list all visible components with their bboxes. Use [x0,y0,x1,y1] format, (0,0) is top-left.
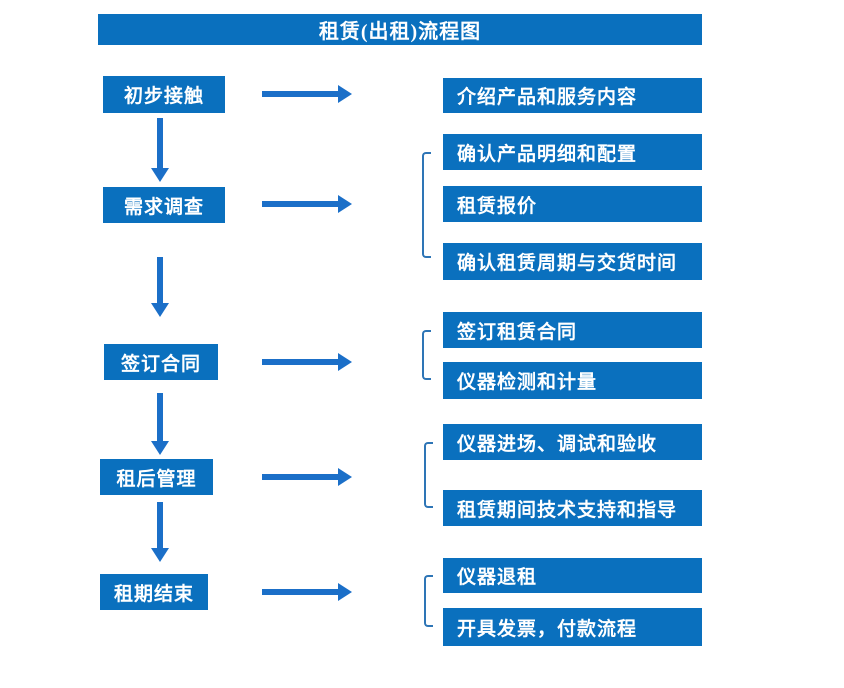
arrow-head [338,85,352,103]
detail-box-instrument-entry-debug-acceptance: 仪器进场、调试和验收 [443,424,702,460]
detail-box-invoice-payment-process: 开具发票，付款流程 [443,608,702,646]
arrow-head [151,441,169,455]
arrow-head [338,583,352,601]
arrow-shaft [262,201,339,207]
arrow-shaft [262,589,339,595]
detail-box-confirm-rental-period-delivery: 确认租赁周期与交货时间 [443,243,702,280]
arrow-head [338,468,352,486]
arrow-shaft [157,393,163,442]
detail-box-instrument-return: 仪器退租 [443,558,702,593]
arrow-right-icon [262,353,352,371]
arrow-head [338,195,352,213]
group-bracket-icon [424,575,433,627]
arrow-shaft [157,118,163,169]
step-box-rental-end: 租期结束 [100,574,208,610]
step-box-post-rental-management: 租后管理 [100,459,213,495]
arrow-shaft [157,257,163,304]
arrow-down-icon [151,393,169,455]
arrow-shaft [262,91,339,97]
detail-box-technical-support-during-rental: 租赁期间技术支持和指导 [443,490,702,526]
arrow-right-icon [262,468,352,486]
step-box-demand-survey: 需求调查 [103,187,225,223]
arrow-head [151,548,169,562]
arrow-head [338,353,352,371]
arrow-down-icon [151,502,169,562]
arrow-head [151,303,169,317]
arrow-shaft [262,359,339,365]
arrow-head [151,168,169,182]
group-bracket-icon [422,330,431,380]
detail-box-rental-quotation: 租赁报价 [443,186,702,222]
group-bracket-icon [424,442,433,508]
group-bracket-icon [422,152,431,258]
arrow-shaft [262,474,339,480]
arrow-right-icon [262,583,352,601]
arrow-right-icon [262,85,352,103]
arrow-shaft [157,502,163,549]
arrow-down-icon [151,118,169,182]
step-box-initial-contact: 初步接触 [103,76,225,113]
detail-box-sign-rental-contract: 签订租赁合同 [443,312,702,348]
detail-box-confirm-product-details: 确认产品明细和配置 [443,134,702,170]
detail-box-instrument-inspection-calibration: 仪器检测和计量 [443,362,702,399]
diagram-title: 租赁(出租)流程图 [98,14,702,45]
step-box-sign-contract: 签订合同 [104,344,218,380]
arrow-down-icon [151,257,169,317]
arrow-right-icon [262,195,352,213]
detail-box-introduce-products-services: 介绍产品和服务内容 [443,78,702,113]
